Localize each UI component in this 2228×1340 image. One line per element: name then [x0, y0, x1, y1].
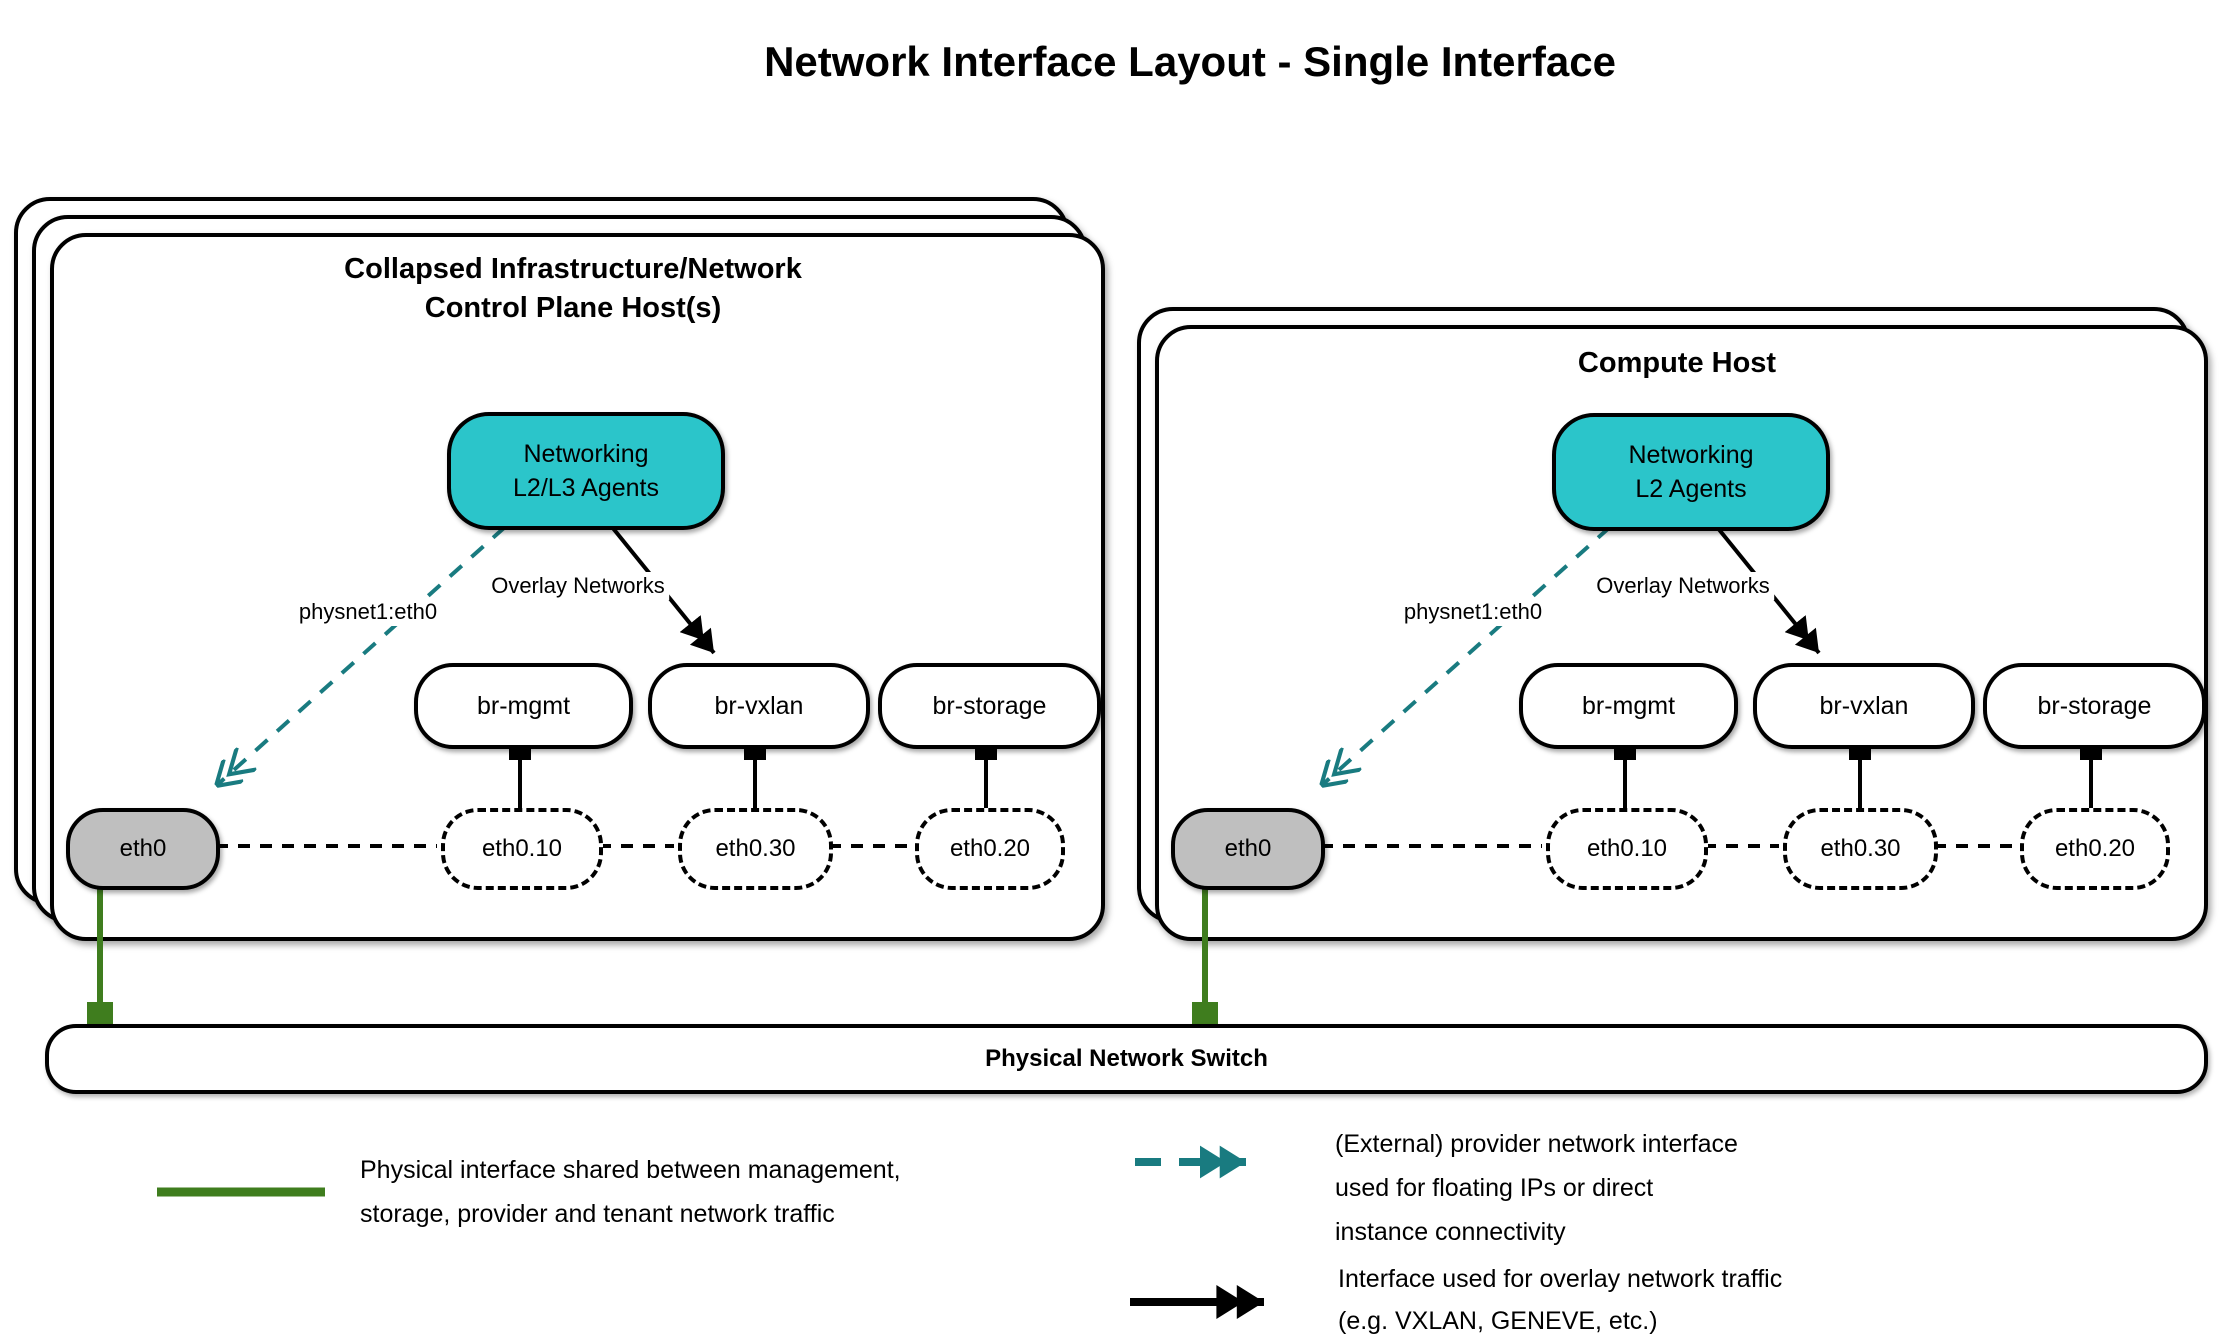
control-vlan-eth0-20: eth0.20	[915, 808, 1065, 890]
provider-arrow-compute	[1321, 525, 1612, 786]
legend-item-overlay: Interface used for overlay network traff…	[1338, 1258, 1782, 1340]
provider-arrow-control	[216, 525, 507, 786]
control-bridge-br-mgmt: br-mgmt	[414, 663, 633, 749]
control-bridge-br-vxlan: br-vxlan	[648, 663, 870, 749]
physical-link-control	[87, 884, 113, 1028]
control-overlay-label: Overlay Networks	[487, 572, 669, 600]
page-title: Network Interface Layout - Single Interf…	[764, 38, 1616, 85]
control-host-title-line2: Control Plane Host(s)	[424, 292, 722, 324]
control-vlan-eth0-30: eth0.30	[678, 808, 833, 890]
control-provider-label: physnet1:eth0	[294, 598, 442, 626]
compute-agent-line1: Networking	[1628, 441, 1754, 469]
legend-physical-line2: storage, provider and tenant network tra…	[360, 1200, 835, 1228]
control-eth0-node: eth0	[66, 808, 220, 890]
control-agent-line2: L2/L3 Agents	[513, 474, 659, 502]
control-vlan-eth0-10: eth0.10	[441, 808, 603, 890]
physical-network-switch-label: Physical Network Switch	[985, 1045, 1268, 1072]
compute-bridge-br-mgmt: br-mgmt	[1519, 663, 1738, 749]
compute-agent-line2: L2 Agents	[1635, 475, 1747, 503]
bridge-connectors-compute	[1614, 738, 2102, 812]
legend-provider-line1: (External) provider network interface	[1335, 1130, 1738, 1158]
physical-network-switch: Physical Network Switch	[45, 1024, 2208, 1094]
compute-bridge-br-vxlan: br-vxlan	[1753, 663, 1975, 749]
control-agent-line1: Networking	[523, 440, 649, 468]
legend-provider-line2: used for floating IPs or direct	[1335, 1174, 1654, 1202]
bridge-connectors-control	[509, 738, 997, 812]
compute-vlan-eth0-30: eth0.30	[1783, 808, 1938, 890]
compute-bridge-br-storage: br-storage	[1983, 663, 2206, 749]
legend-item-provider: (External) provider network interface us…	[1335, 1122, 1738, 1254]
compute-host-title: Compute Host	[1577, 347, 1777, 379]
compute-vlan-eth0-20: eth0.20	[2020, 808, 2170, 890]
compute-agent-node: Networking L2 Agents	[1552, 413, 1830, 531]
legend-physical-line1: Physical interface shared between manage…	[360, 1156, 901, 1184]
compute-eth0-node: eth0	[1171, 808, 1325, 890]
control-host-title: Collapsed Infrastructure/Network Control…	[344, 250, 802, 328]
legend-item-physical: Physical interface shared between manage…	[360, 1148, 901, 1236]
control-agent-node: Networking L2/L3 Agents	[447, 412, 725, 530]
control-host-title-line1: Collapsed Infrastructure/Network	[344, 253, 802, 285]
compute-overlay-label: Overlay Networks	[1592, 572, 1774, 600]
physical-link-compute	[1192, 884, 1218, 1028]
legend-provider-line3: instance connectivity	[1335, 1218, 1566, 1246]
legend-overlay-line2: (e.g. VXLAN, GENEVE, etc.)	[1338, 1307, 1658, 1335]
legend-overlay-line1: Interface used for overlay network traff…	[1338, 1265, 1783, 1293]
compute-vlan-eth0-10: eth0.10	[1546, 808, 1708, 890]
compute-provider-label: physnet1:eth0	[1399, 598, 1547, 626]
control-bridge-br-storage: br-storage	[878, 663, 1101, 749]
